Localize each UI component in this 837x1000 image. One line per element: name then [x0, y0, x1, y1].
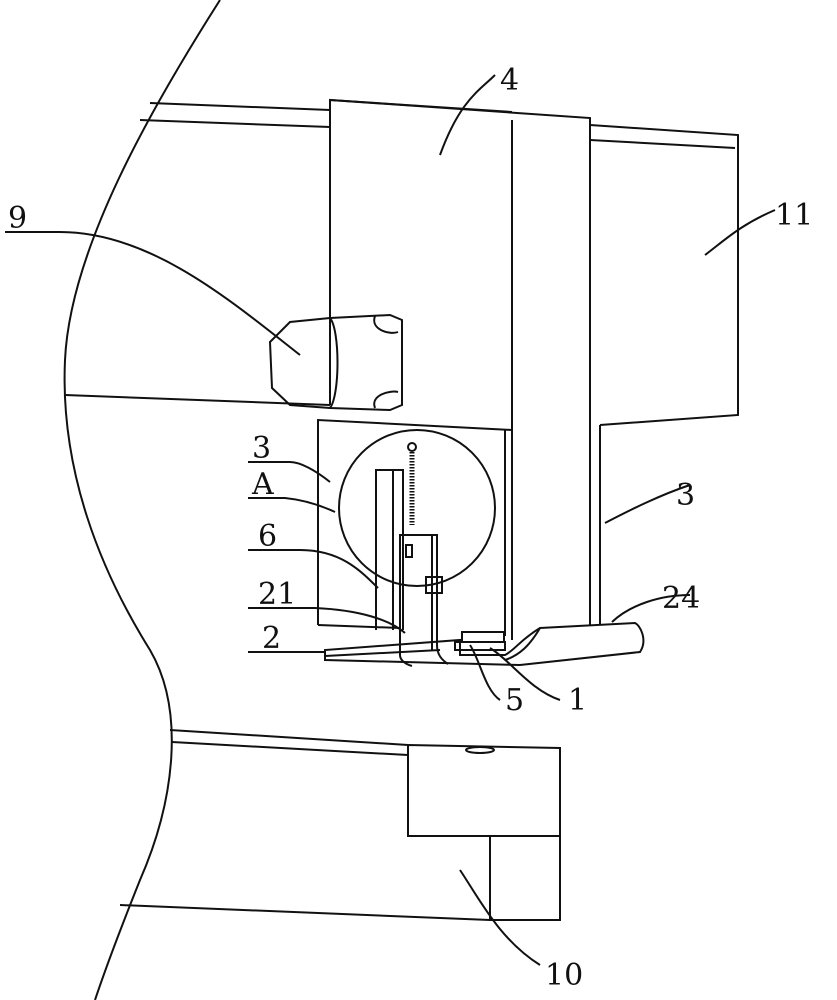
label-5: 5 [505, 683, 524, 718]
box-11 [590, 125, 738, 425]
label-10: 10 [545, 958, 583, 993]
rod-6 [376, 470, 403, 630]
plate-3-left [318, 420, 512, 636]
label-6: 6 [258, 519, 277, 554]
label-a: A [251, 467, 274, 502]
block-10 [408, 745, 560, 920]
bracket-21 [400, 535, 448, 666]
leader-lines [5, 75, 775, 965]
label-2: 2 [262, 621, 281, 656]
base-plate-2 [325, 623, 643, 665]
label-4: 4 [500, 63, 519, 98]
motor-9 [270, 315, 402, 410]
label-24: 24 [662, 581, 700, 616]
lower-beam [120, 730, 490, 920]
label-21: 21 [258, 577, 296, 612]
spring [406, 443, 416, 557]
label-3-right: 3 [676, 478, 695, 513]
frame-curve [65, 0, 220, 1000]
label-9: 9 [8, 201, 27, 236]
label-11: 11 [775, 198, 813, 233]
detail-circle-a [339, 430, 495, 586]
column-4 [330, 100, 590, 640]
label-1: 1 [568, 683, 587, 718]
label-3-left: 3 [252, 431, 271, 466]
top-beam [65, 103, 330, 405]
